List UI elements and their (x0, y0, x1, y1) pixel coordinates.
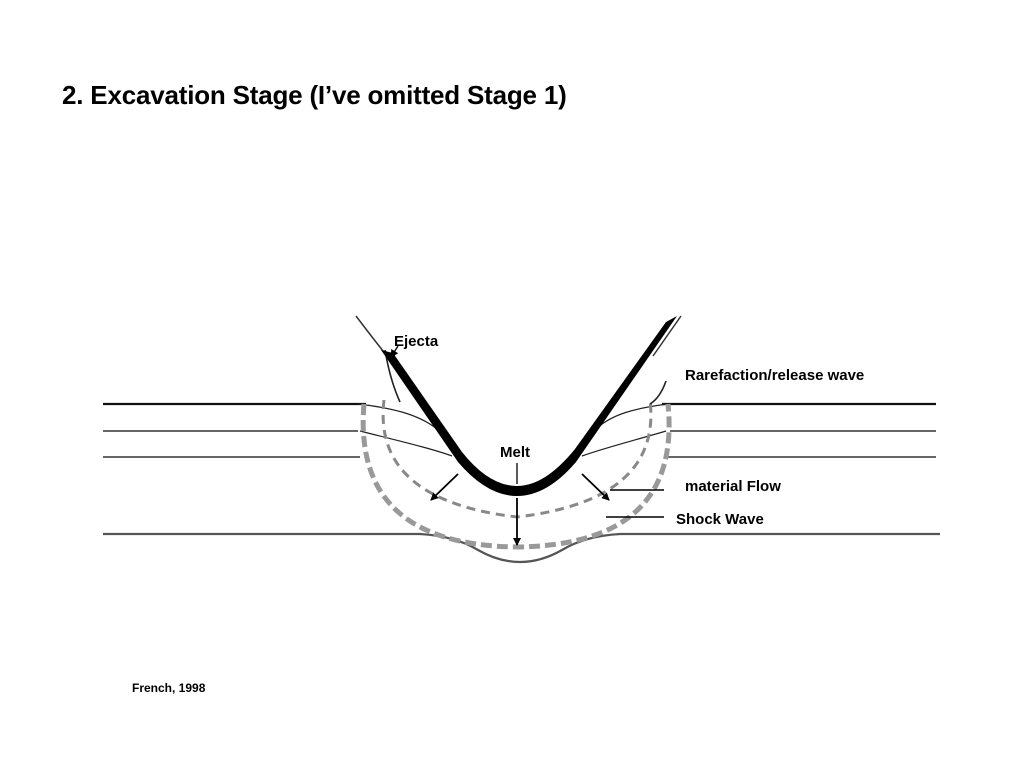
flow-arrow-left (430, 473, 459, 501)
release-curve-right-lower (581, 430, 667, 457)
crater-wall-right-outer (652, 315, 682, 357)
melt-lining (381, 316, 677, 496)
label-melt: Melt (500, 444, 530, 461)
flow-arrow-right (581, 473, 610, 501)
label-shock-wave: Shock Wave (676, 511, 764, 528)
slide-title: 2. Excavation Stage (I’ve omitted Stage … (62, 80, 567, 110)
crater-wall-right-lip (649, 380, 667, 405)
label-ejecta: Ejecta (394, 333, 439, 350)
label-material-flow: material Flow (685, 478, 781, 495)
release-curve-left-upper (357, 403, 438, 430)
strata-layers (103, 402, 940, 564)
ejecta-leader (390, 345, 399, 358)
stratum-4-deformed (103, 532, 940, 564)
citation: French, 1998 (132, 681, 206, 695)
crater-walls (355, 315, 682, 496)
label-rarefaction: Rarefaction/release wave (685, 367, 864, 384)
material-flow-arrows (430, 473, 610, 546)
leader-lines (390, 345, 664, 518)
release-curve-left-lower (359, 430, 453, 457)
shock-wave-front (360, 403, 672, 550)
